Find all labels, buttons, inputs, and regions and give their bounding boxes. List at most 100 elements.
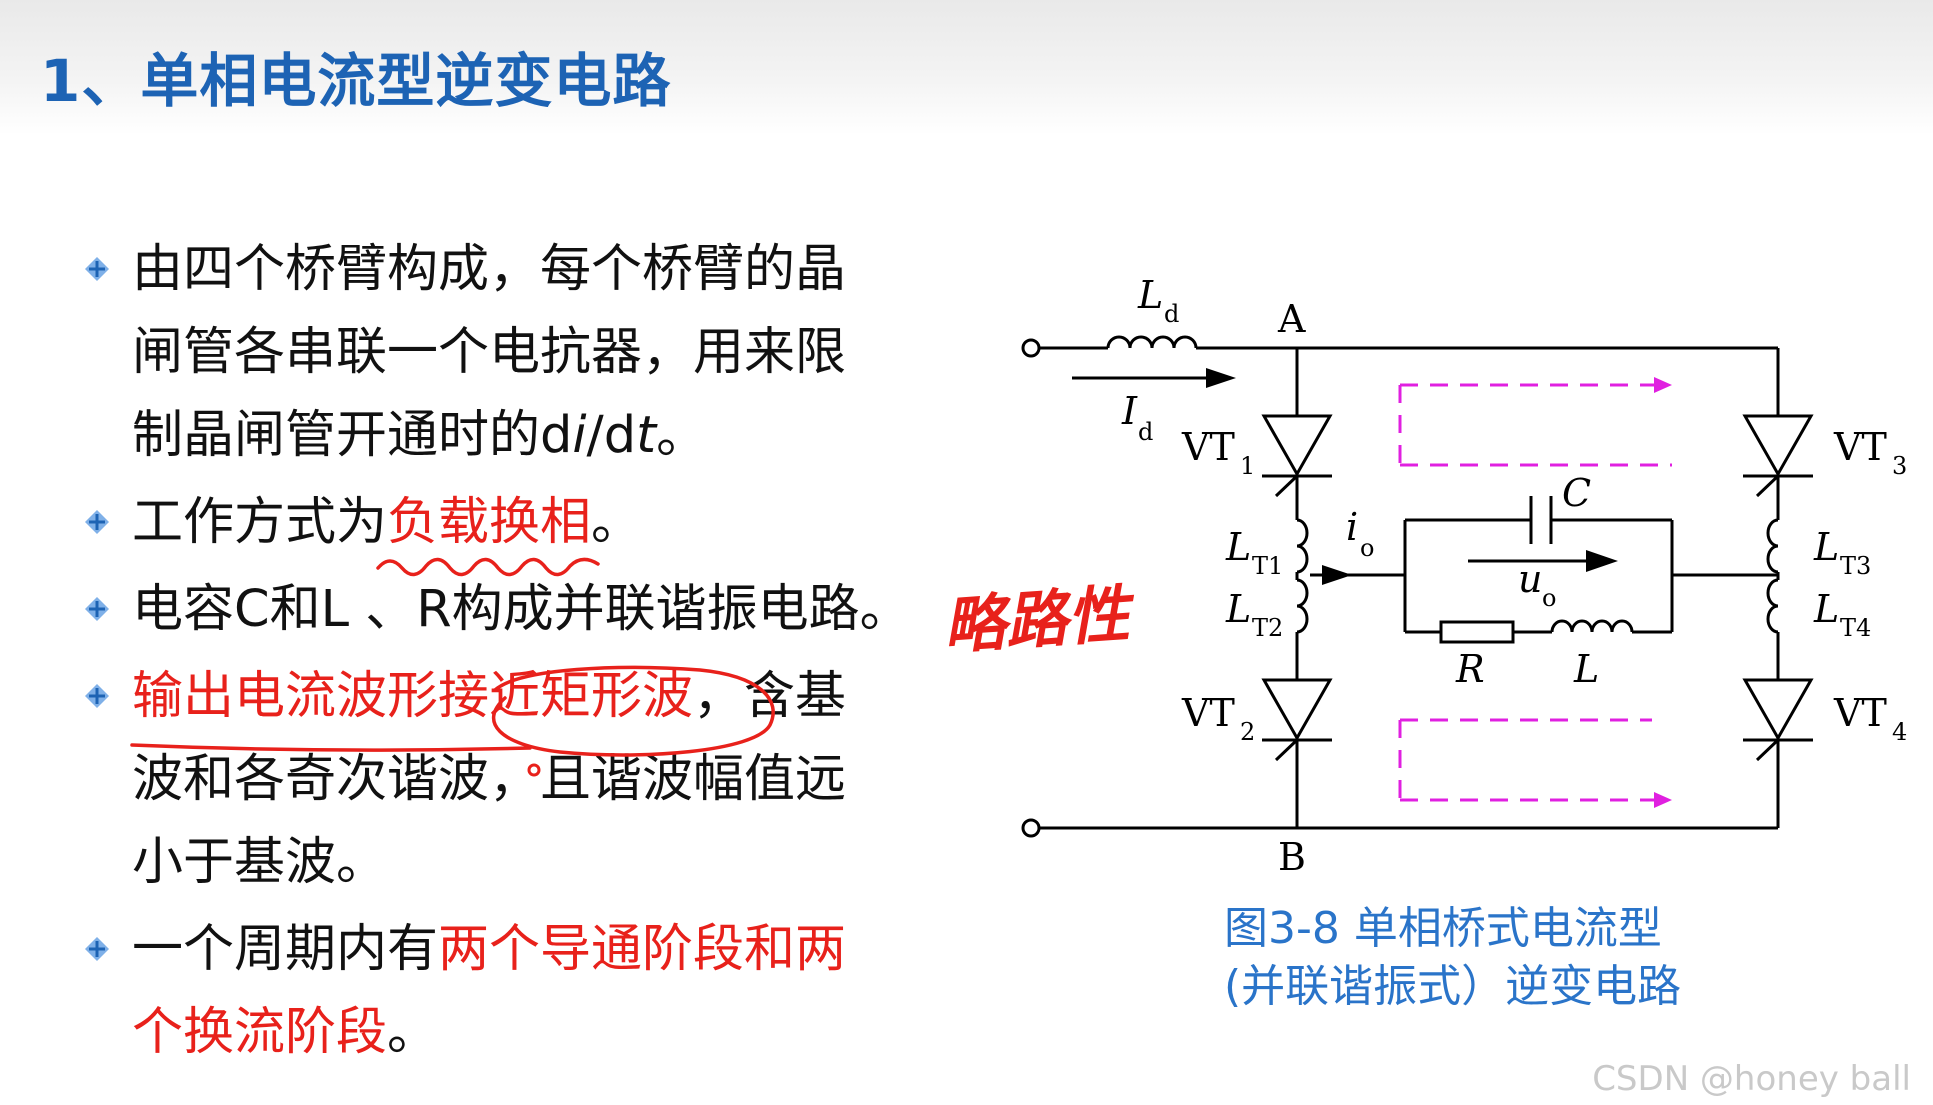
bullet-text: /d	[586, 406, 637, 465]
highlight-text: 两个导通阶段和两	[438, 920, 847, 979]
pen-dot	[527, 763, 541, 777]
highlight-text: 负载换相	[387, 493, 592, 552]
label-uo: u	[1518, 557, 1542, 601]
bullet-line: 小于基波。	[132, 821, 940, 904]
bullet-item: 一个周期内有两个导通阶段和两个换流阶段。	[80, 908, 940, 1074]
thyristor-vt1	[1261, 414, 1333, 498]
bullet-diamond-icon	[85, 597, 109, 621]
handwritten-note: 略路性	[941, 577, 1139, 663]
thyristor-vt2	[1261, 678, 1333, 762]
bullet-line: 一个周期内有两个导通阶段和两	[132, 908, 940, 991]
bullet-text: 。	[656, 406, 708, 465]
current-path-lower	[1398, 718, 1656, 802]
label-lt2: L	[1225, 587, 1251, 631]
bullet-line: 工作方式为负载换相。	[132, 481, 940, 564]
bullet-diamond-icon	[85, 257, 109, 281]
thyristor-vt4	[1742, 678, 1814, 762]
label-node-b: B	[1278, 835, 1306, 879]
thyristor-vt3	[1742, 414, 1814, 498]
label-vt4: VT	[1833, 691, 1887, 735]
label-ld-sub: d	[1164, 300, 1179, 328]
label-vt1: VT	[1181, 425, 1235, 469]
reactor-lt1	[1296, 518, 1309, 574]
label-io-sub: o	[1360, 534, 1374, 562]
highlight-text: 个换流阶段	[132, 1003, 388, 1062]
inductor-ld	[1106, 335, 1198, 349]
arrow-uo	[1468, 550, 1618, 572]
bullet-text: 。	[591, 493, 643, 552]
label-ld: L	[1137, 273, 1163, 317]
bullet-line: 个换流阶段。	[132, 991, 940, 1074]
label-vt2-sub: 2	[1240, 718, 1255, 746]
figure-caption-line2: (并联谐振式）逆变电路	[1224, 961, 1682, 1012]
bullet-list: 由四个桥臂构成，每个桥臂的晶闸管各串联一个电抗器，用来限制晶闸管开通时的di/d…	[80, 228, 940, 1074]
highlight-text: 输出电流波形接近矩形波	[132, 667, 694, 726]
label-node-a: A	[1277, 297, 1306, 341]
bullet-item: 由四个桥臂构成，每个桥臂的晶闸管各串联一个电抗器，用来限制晶闸管开通时的di/d…	[80, 228, 940, 477]
label-lt1-sub: T1	[1252, 552, 1283, 580]
bullet-text: 工作方式为	[132, 493, 388, 552]
input-terminal-bottom	[1021, 818, 1041, 838]
bullet-text: 小于基波。	[132, 833, 388, 892]
bullet-text: 波和各奇次谐波，且谐波幅值远	[132, 750, 847, 809]
label-vt3-sub: 3	[1892, 452, 1907, 480]
bullet-text: 一个周期内有	[132, 920, 439, 979]
label-vt3: VT	[1833, 425, 1887, 469]
bullet-text: 由四个桥臂构成，每个桥臂的晶	[132, 240, 847, 299]
label-lt4: L	[1813, 587, 1839, 631]
label-id-sub: d	[1138, 418, 1153, 446]
label-io: i	[1346, 505, 1358, 549]
highlight-oval	[492, 665, 775, 757]
bullet-diamond-icon	[85, 684, 109, 708]
label-vt4-sub: 4	[1892, 718, 1907, 746]
reactor-lt4	[1766, 578, 1779, 634]
bullet-diamond-icon	[85, 510, 109, 534]
bullet-text: 。	[387, 1003, 439, 1062]
input-terminal-top	[1021, 338, 1041, 358]
label-lt3-sub: T3	[1840, 552, 1871, 580]
label-vt2: VT	[1181, 691, 1235, 735]
figure-caption: 图3-8 单相桥式电流型 (并联谐振式）逆变电路	[1224, 900, 1784, 1016]
current-path-upper	[1398, 383, 1672, 467]
label-c: C	[1562, 471, 1591, 515]
bullet-line: 由四个桥臂构成，每个桥臂的晶	[132, 228, 940, 311]
bullet-diamond-icon	[85, 937, 109, 961]
bullet-line: 制晶闸管开通时的di/dt。	[132, 394, 940, 477]
bullet-text: i	[572, 406, 587, 465]
label-uo-sub: o	[1542, 584, 1556, 612]
label-lt1: L	[1225, 525, 1251, 569]
label-r: R	[1455, 647, 1485, 691]
label-lt3: L	[1813, 525, 1839, 569]
bullet-text: 制晶闸管开通时的d	[132, 406, 573, 465]
bullet-text: t	[636, 406, 657, 465]
label-id: I	[1121, 389, 1138, 433]
label-lt2-sub: T2	[1252, 614, 1283, 642]
bullet-item: 电容C和L 、R构成并联谐振电路。	[80, 568, 940, 651]
title-band	[0, 0, 1933, 135]
bullet-text: 电容C和L 、R构成并联谐振电路。	[132, 580, 911, 639]
figure-caption-line1: 图3-8 单相桥式电流型	[1224, 903, 1662, 954]
resistor-r	[1439, 620, 1515, 644]
bullet-line: 波和各奇次谐波，且谐波幅值远	[132, 738, 940, 821]
arrow-io	[1322, 565, 1352, 585]
label-vt1-sub: 1	[1240, 452, 1255, 480]
label-l: L	[1573, 647, 1599, 691]
watermark: CSDN @honey ball	[1592, 1059, 1911, 1099]
inductor-l	[1550, 619, 1634, 633]
bullet-line: 电容C和L 、R构成并联谐振电路。	[132, 568, 940, 651]
bullet-text: 闸管各串联一个电抗器，用来限	[132, 323, 847, 382]
wavy-underline	[376, 557, 600, 577]
current-arrow-upper	[1654, 377, 1672, 393]
reactor-lt2	[1296, 578, 1309, 634]
slide-title: 1、单相电流型逆变电路	[40, 47, 672, 115]
bullet-item: 输出电流波形接近矩形波，含基波和各奇次谐波，且谐波幅值远小于基波。	[80, 655, 940, 904]
underline-stroke	[130, 743, 532, 752]
reactor-lt3	[1766, 518, 1779, 574]
label-lt4-sub: T4	[1840, 614, 1871, 642]
current-arrow-lower	[1654, 792, 1672, 808]
arrow-id	[1072, 368, 1236, 388]
bullet-line: 闸管各串联一个电抗器，用来限	[132, 311, 940, 394]
bullet-item: 工作方式为负载换相。	[80, 481, 940, 564]
